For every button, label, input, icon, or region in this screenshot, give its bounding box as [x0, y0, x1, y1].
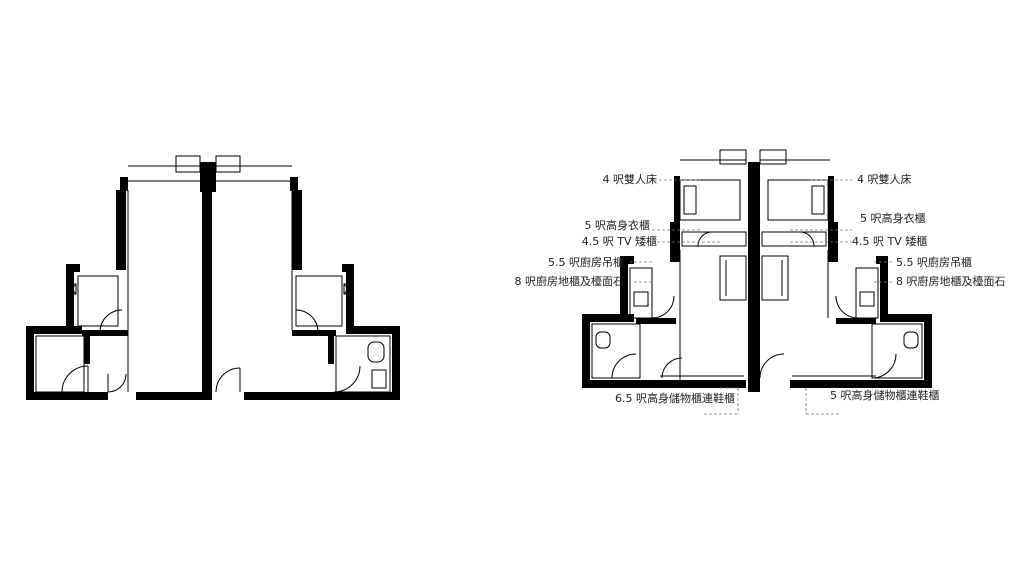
label-wardrobe-left: 5 呎高身衣櫃 [584, 219, 651, 232]
label-wardrobe-right: 5 呎高身衣櫃 [860, 212, 926, 225]
label-bed-right: 4 呎雙人床 [857, 173, 912, 186]
label-kitchen-wall-cabinet-left: 5.5 呎廚房吊櫃 [548, 256, 624, 269]
label-kitchen-wall-cabinet-right: 5.5 呎廚房吊櫃 [896, 256, 972, 269]
label-tv-cabinet-left: 4.5 呎 TV 矮櫃 [581, 235, 657, 248]
label-kitchen-base-cabinet-right: 8 呎廚房地櫃及檯面石 [896, 275, 1006, 288]
label-kitchen-base-cabinet-left: 8 呎廚房地櫃及檯面石 [514, 275, 625, 288]
label-tv-cabinet-right: 4.5 呎 TV 矮櫃 [852, 235, 928, 248]
label-bed-left: 4 呎雙人床 [602, 173, 658, 186]
label-storage-right: 5 呎高身儲物櫃連鞋櫃 [830, 389, 940, 402]
label-storage-left: 6.5 呎高身儲物櫃連鞋櫃 [615, 392, 735, 405]
